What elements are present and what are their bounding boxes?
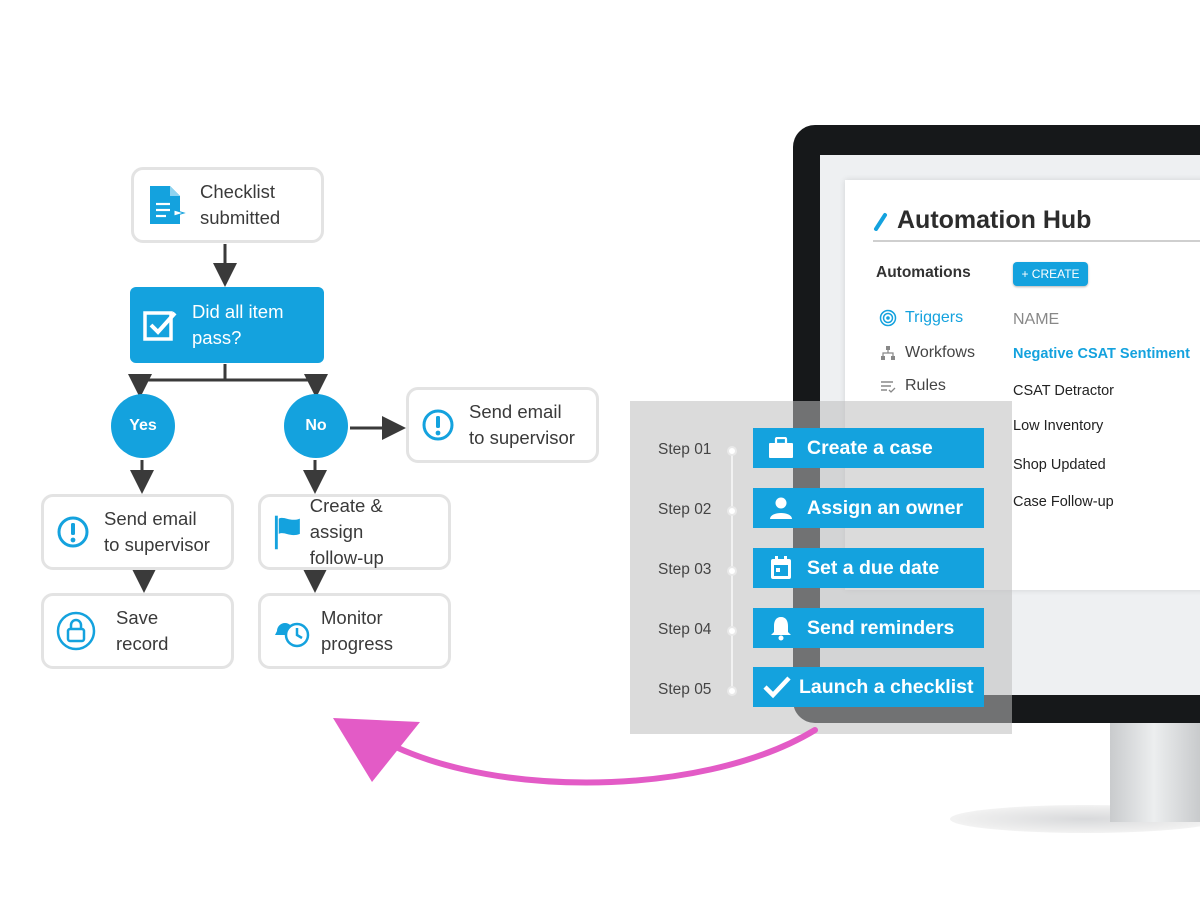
step-dot [727, 566, 737, 576]
step-label: Step 02 [658, 501, 712, 518]
step-action-label: Launch a checklist [799, 675, 974, 698]
checkbox-checked-icon [143, 311, 177, 341]
automation-row[interactable]: Shop Updated [1013, 457, 1106, 473]
step-action-label: Send reminders [807, 616, 955, 639]
step-label: Step 01 [658, 441, 712, 458]
step-dot [727, 506, 737, 516]
bell-clock-icon [275, 622, 310, 648]
step-assign-owner[interactable]: Assign an owner [753, 488, 984, 528]
yes-circle: Yes [111, 394, 175, 458]
node-label: Did all item pass? [192, 301, 284, 348]
arrowhead-icon [333, 718, 420, 782]
automations-label: Automations [876, 264, 971, 281]
node-monitor-progress: Monitor progress [258, 593, 451, 669]
monitor-stand-neck [1110, 712, 1200, 822]
node-checklist-submitted: Checklist submitted [131, 167, 324, 243]
step-dot [727, 686, 737, 696]
node-send-email-left: Send email to supervisor [41, 494, 234, 570]
automation-row[interactable]: Case Follow-up [1013, 494, 1114, 510]
step-action-label: Create a case [807, 436, 933, 459]
step-create-case[interactable]: Create a case [753, 428, 984, 468]
step-label: Step 04 [658, 621, 712, 638]
sidebar-item-label: Rules [905, 377, 946, 394]
step-label: Step 03 [658, 561, 712, 578]
node-create-assign: Create & assign follow-up [258, 494, 451, 570]
step-label: Step 05 [658, 681, 712, 698]
slash-logo-icon [874, 212, 887, 231]
user-icon [767, 494, 795, 522]
automation-row[interactable]: Low Inventory [1013, 418, 1104, 434]
no-circle: No [284, 394, 348, 458]
automation-row[interactable]: CSAT Detractor [1013, 383, 1114, 399]
node-label: Send email to supervisor [104, 508, 210, 555]
node-label: Create & assign follow-up [309, 495, 384, 568]
column-header-name: NAME [1013, 311, 1060, 328]
hub-divider [873, 240, 1200, 242]
lock-icon [56, 611, 96, 651]
connector-decision-split [140, 364, 316, 382]
node-save-record: Save record [41, 593, 234, 669]
node-send-email-right: Send email to supervisor [406, 387, 599, 463]
sidebar-item-triggers[interactable]: Triggers [879, 309, 963, 327]
automation-row[interactable]: Negative CSAT Sentiment [1013, 346, 1190, 362]
sidebar-item-workflows[interactable]: Workfows [879, 344, 975, 362]
workflow-icon [881, 346, 895, 360]
sidebar-item-label: Triggers [905, 309, 964, 326]
node-label: Save record [116, 607, 169, 654]
sidebar-item-label: Workfows [905, 344, 975, 361]
bell-icon [767, 614, 795, 642]
create-button[interactable]: + CREATE [1013, 262, 1088, 286]
calendar-icon [767, 554, 795, 582]
flag-icon [274, 515, 300, 550]
step-dot [727, 626, 737, 636]
document-icon [150, 186, 186, 224]
alert-icon [422, 409, 454, 441]
step-launch-checklist[interactable]: Launch a checklist [753, 667, 984, 707]
step-action-label: Set a due date [807, 556, 940, 579]
rules-icon [881, 381, 896, 393]
checkmark-icon [763, 673, 791, 701]
sidebar-item-rules[interactable]: Rules [879, 377, 946, 395]
step-action-label: Assign an owner [807, 496, 964, 519]
step-set-due-date[interactable]: Set a due date [753, 548, 984, 588]
alert-icon [57, 516, 89, 548]
step-send-reminders[interactable]: Send reminders [753, 608, 984, 648]
node-label: Monitor progress [321, 607, 393, 654]
hub-header: Automation Hub [873, 206, 1091, 235]
briefcase-icon [767, 434, 795, 462]
step-dot [727, 446, 737, 456]
node-label: Send email to supervisor [469, 401, 575, 448]
node-label: Checklist submitted [200, 181, 281, 228]
target-icon [879, 309, 897, 327]
hub-title: Automation Hub [897, 206, 1092, 234]
node-decision-did-all-pass: Did all item pass? [130, 287, 324, 363]
